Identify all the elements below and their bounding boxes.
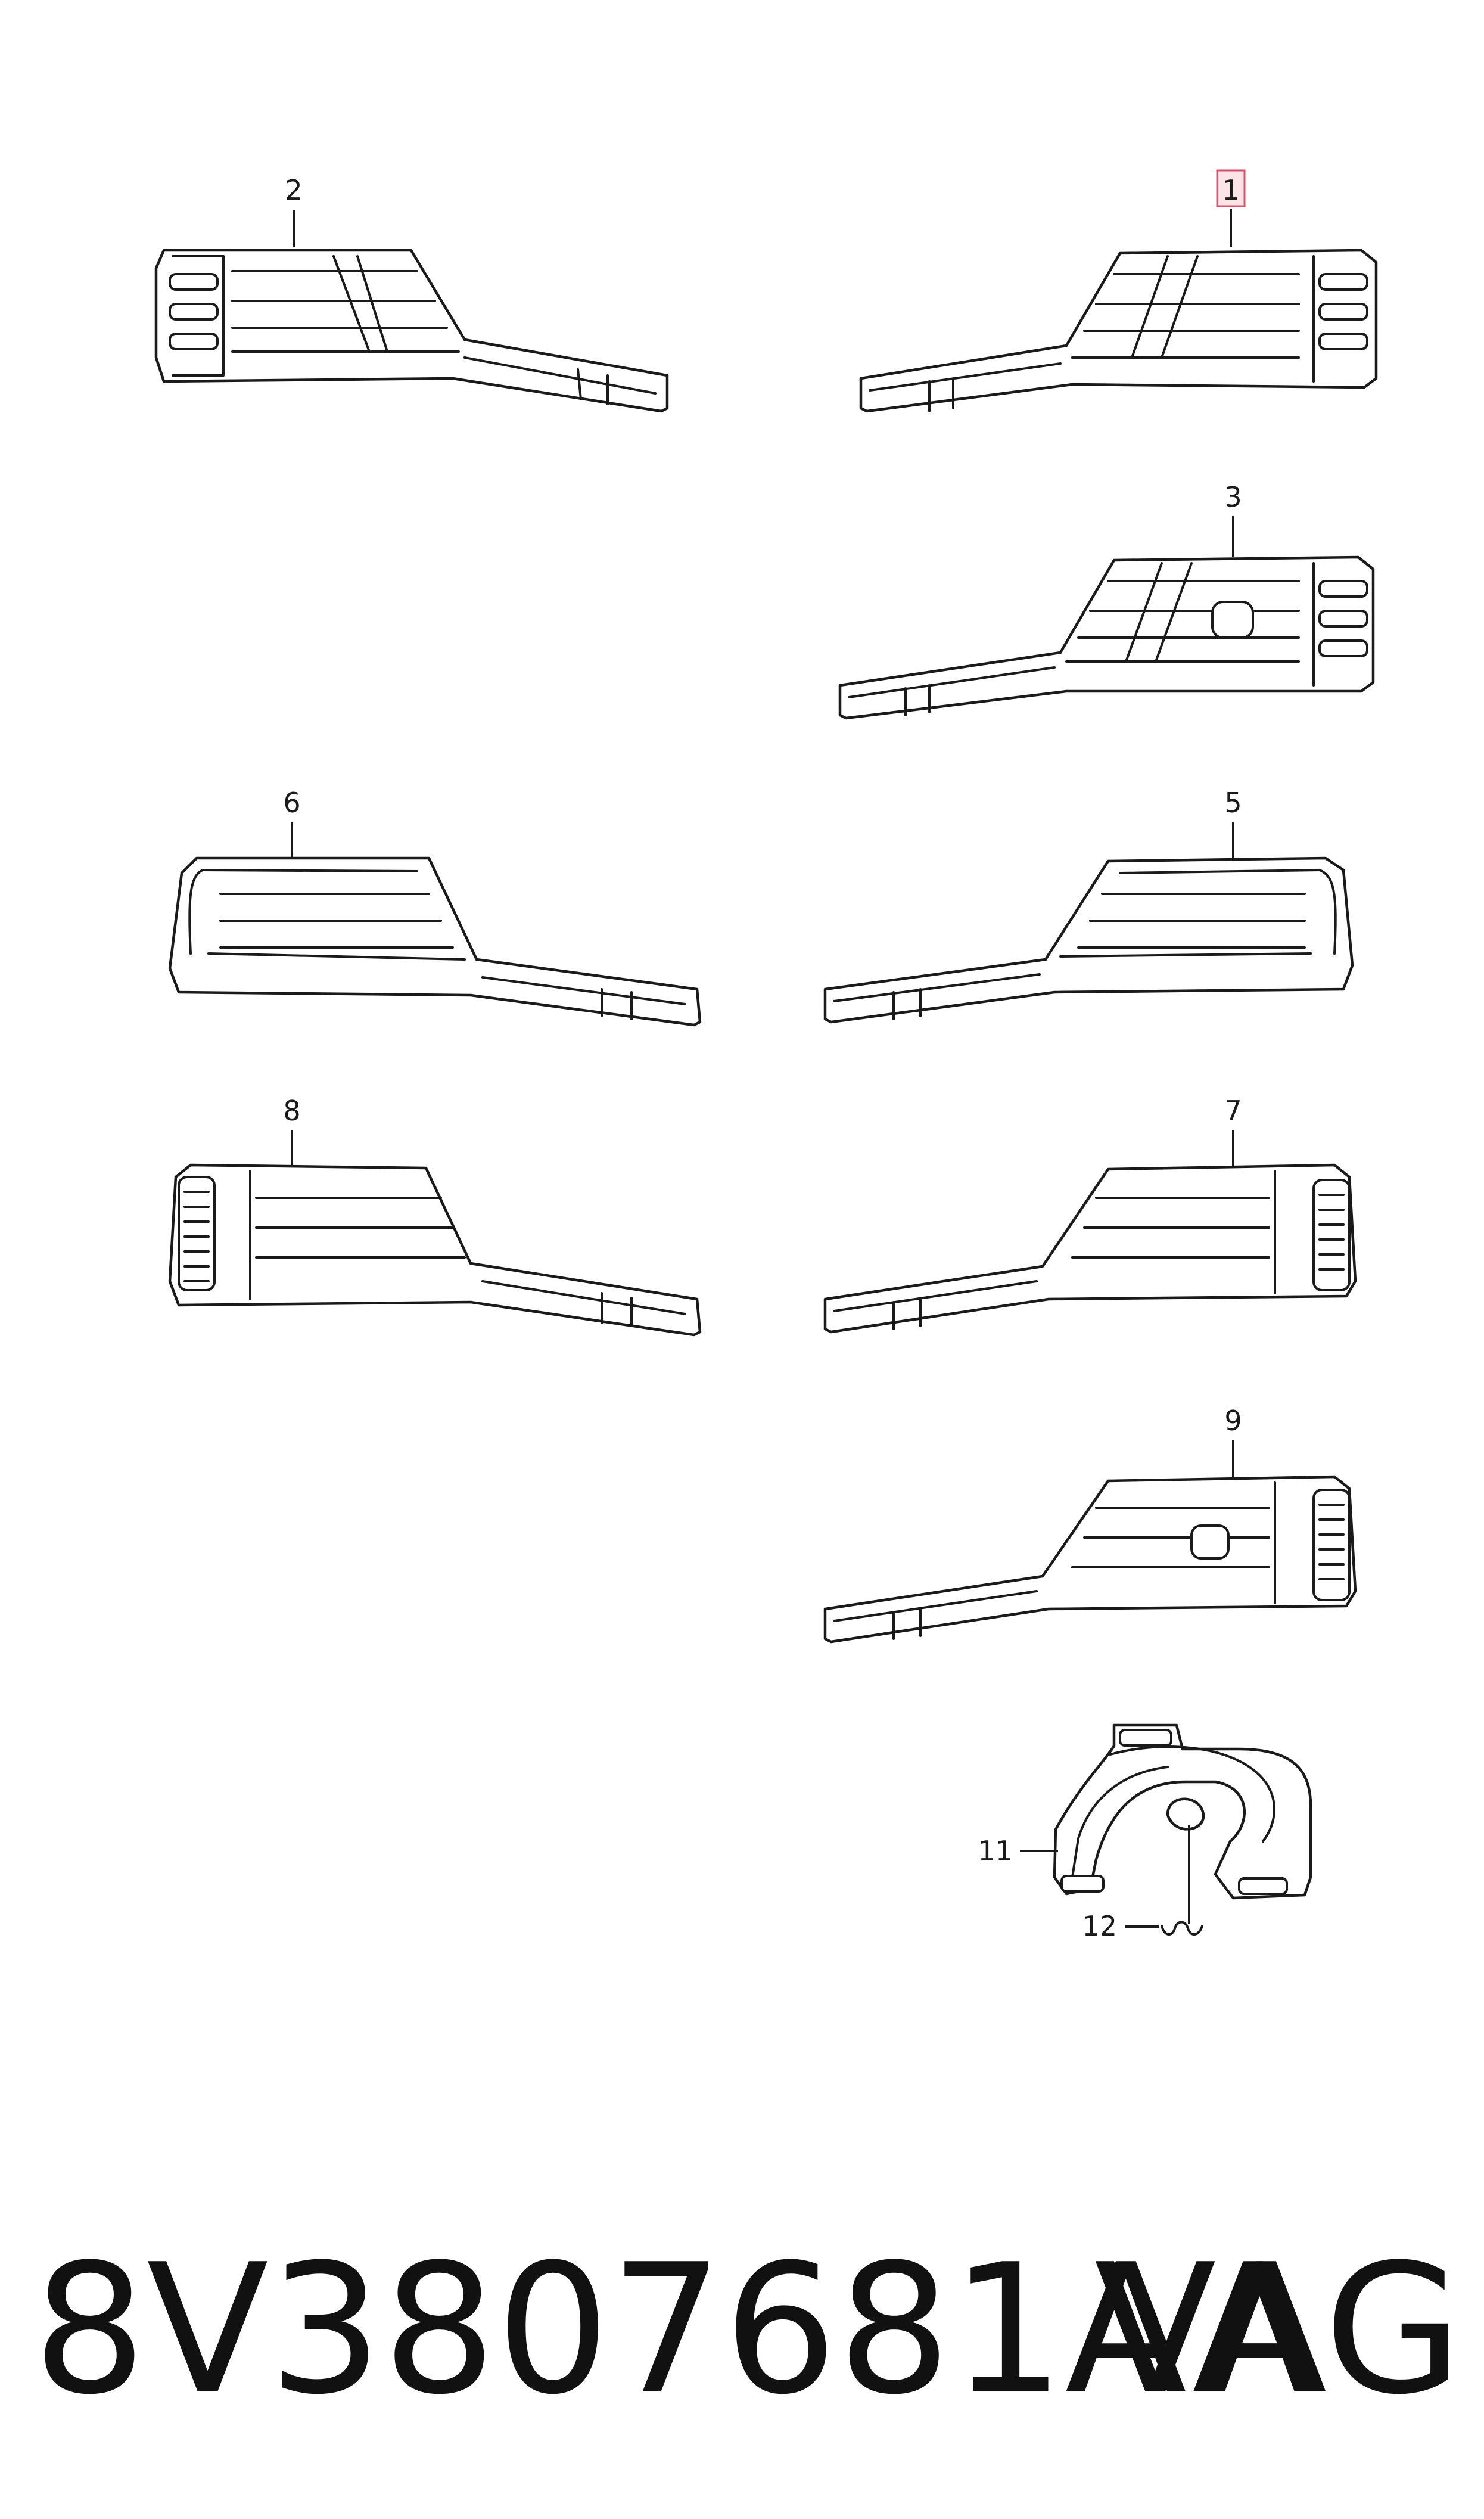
svg-text:11: 11 (978, 1835, 1013, 1867)
callout-8: 8 (283, 1095, 301, 1167)
callout-5: 5 (1224, 787, 1242, 861)
part-3-grille-sensor (838, 555, 1375, 720)
part-5-grille-framed (823, 856, 1354, 1024)
svg-text:9: 9 (1224, 1405, 1242, 1437)
callout-7: 7 (1224, 1095, 1242, 1167)
fog-light-opening-9 (1312, 1489, 1351, 1601)
callout-1: 1 (1216, 169, 1246, 247)
callout-11: 11 (978, 1835, 1058, 1867)
brand-label: VAG (1094, 2226, 1463, 2434)
svg-text:5: 5 (1224, 787, 1242, 819)
svg-text:2: 2 (285, 174, 302, 206)
callout-6: 6 (283, 787, 301, 858)
part-9-grille-fog-sensor (823, 1475, 1357, 1644)
callout-2: 2 (285, 174, 303, 247)
part-6-grille-framed (168, 856, 702, 1027)
part-7-grille-fog-right (823, 1163, 1357, 1334)
part-2-grille-left (154, 249, 669, 413)
svg-text:3: 3 (1224, 481, 1242, 513)
callout-1-highlight (1216, 169, 1246, 207)
callout-12: 12 (1082, 1910, 1159, 1942)
sensor-opening-3 (1211, 601, 1254, 639)
part-12-spring-clip (1161, 1825, 1203, 1936)
part-8-grille-fog-left (168, 1163, 702, 1337)
svg-text:12: 12 (1082, 1910, 1117, 1942)
callout-3: 3 (1224, 481, 1242, 557)
fog-light-opening-7 (1312, 1179, 1351, 1291)
callout-9: 9 (1224, 1405, 1242, 1478)
sensor-opening-9 (1190, 1524, 1230, 1560)
part-number-label: 8V3807681AA (33, 2226, 1314, 2434)
fog-light-opening-8 (178, 1176, 216, 1291)
svg-text:1: 1 (1222, 174, 1239, 206)
svg-text:6: 6 (283, 787, 300, 819)
part-11-mounting-bracket (1053, 1723, 1312, 1900)
footer: 8V3807681AA VAG (33, 2205, 1463, 2455)
svg-text:8: 8 (283, 1095, 300, 1127)
svg-text:7: 7 (1224, 1095, 1242, 1127)
part-1-grille-right (859, 249, 1378, 413)
